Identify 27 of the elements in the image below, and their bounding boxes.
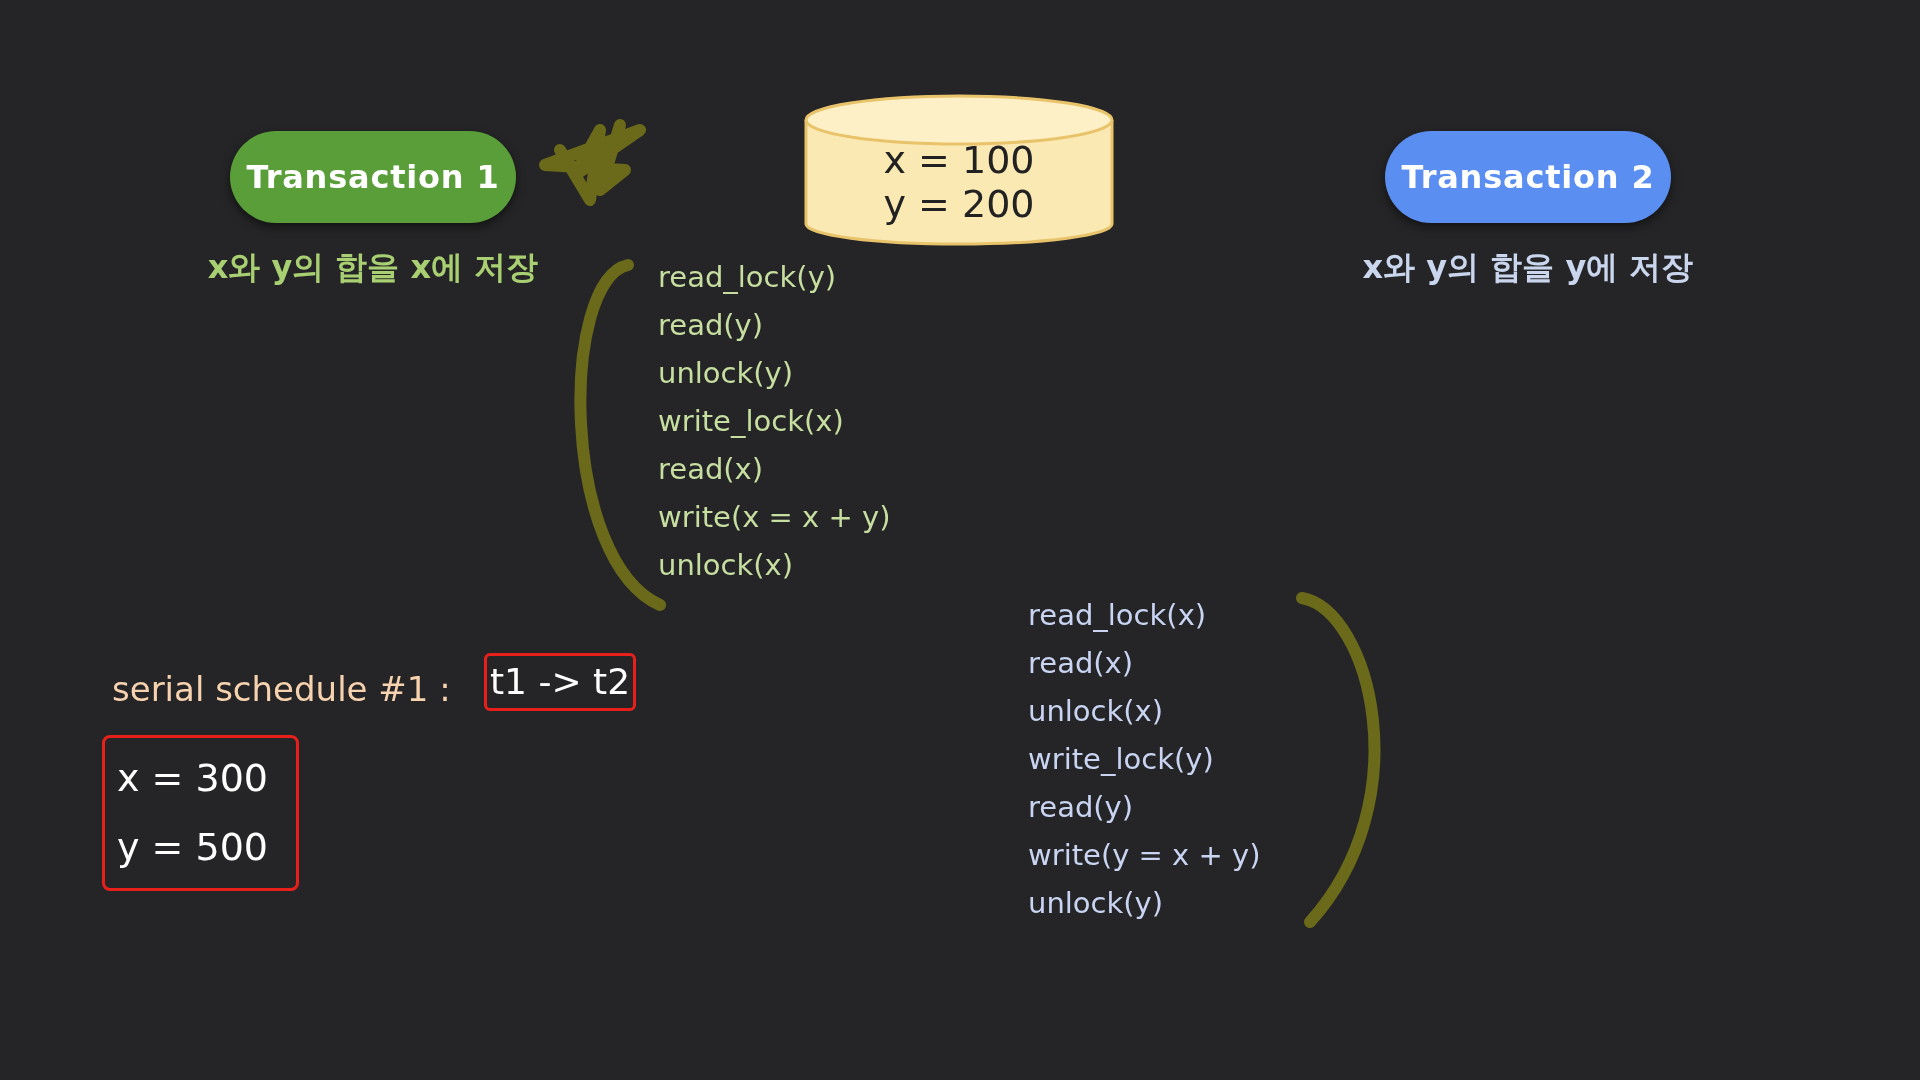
operation-text: read(y) — [658, 307, 764, 344]
transaction-label: Transaction 1 — [246, 157, 500, 198]
operation-text: unlock(y) — [1028, 885, 1164, 922]
operation-text: write(y = x + y) — [1028, 837, 1261, 874]
value-text: y = 200 — [883, 182, 1035, 226]
operation-text: write_lock(y) — [1028, 741, 1214, 778]
operation-text: read(y) — [1028, 789, 1134, 826]
value-text: x = 100 — [883, 138, 1035, 182]
highlight-box — [484, 653, 636, 711]
value-text: x = 300 — [117, 755, 269, 802]
operation-text: read_lock(y) — [658, 259, 837, 296]
schedule-label: serial schedule #1 : — [112, 668, 451, 711]
operation-text: unlock(y) — [658, 355, 794, 392]
operation-text: write(x = x + y) — [658, 499, 891, 536]
value-text: y = 500 — [117, 824, 269, 871]
value-text: t1 -> t2 — [489, 660, 631, 704]
operation-text: read(x) — [1028, 645, 1134, 682]
database-cylinder — [804, 94, 1114, 246]
description-text: x와 y의 합을 y에 저장 — [1361, 247, 1695, 288]
operation-text: read(x) — [658, 451, 764, 488]
operation-text: unlock(x) — [658, 547, 794, 584]
operation-text: read_lock(x) — [1028, 597, 1207, 634]
operation-text: write_lock(x) — [658, 403, 844, 440]
highlight-box — [102, 735, 299, 891]
transaction-label: Transaction 2 — [1401, 157, 1655, 198]
description-text: x와 y의 합을 x에 저장 — [206, 247, 540, 288]
operation-text: unlock(x) — [1028, 693, 1164, 730]
